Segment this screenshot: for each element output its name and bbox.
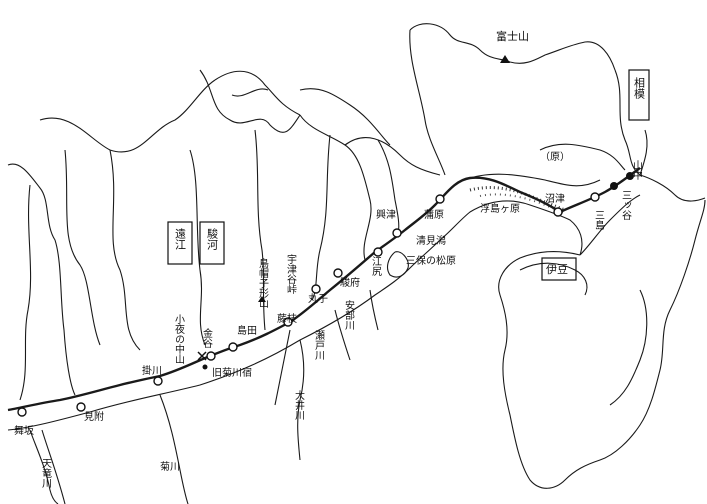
station-mariko-marker	[311, 284, 321, 294]
river-kikugawa-label: 菊川	[160, 461, 180, 473]
station-fujieda-marker	[283, 317, 293, 327]
station-mishima-label: 三島	[593, 210, 605, 231]
tokaido-road	[7, 167, 641, 412]
province-totomi-label: 遠江	[174, 228, 187, 250]
boundary-lines	[7, 23, 706, 401]
kyu-kikugawa-label: 旧菊川宿	[212, 366, 252, 379]
province-sagami-label: 相模	[633, 77, 646, 99]
utsunoya-label: 宇津谷峠	[285, 253, 297, 295]
coastline	[7, 194, 706, 489]
kiyomigata-label: 清見潟	[416, 234, 446, 247]
ukishimagahara-label: 浮島ヶ原	[480, 202, 520, 215]
mount-fuji-label: 富士山	[496, 29, 529, 43]
station-fujieda-label: 藤枝	[277, 312, 297, 325]
labels: 富士山 相模 遠江 駿河 伊豆 舞坂 見附 掛川 金谷 島田 藤枝 丸子 駿府 …	[14, 29, 650, 488]
station-maisaka-marker	[17, 407, 27, 417]
station-mishima-marker	[590, 192, 600, 202]
station-sunpu-marker	[333, 268, 343, 278]
station-shimada-marker	[228, 342, 238, 352]
miho-label: 三保の松原	[406, 254, 456, 267]
station-maisaka-label: 舞坂	[14, 425, 34, 437]
station-shimada-label: 島田	[237, 324, 257, 337]
station-mitani-marker	[626, 172, 634, 180]
station-yamanaka-label: 山中	[631, 160, 643, 181]
station-kakegawa-label: 掛川	[142, 364, 162, 377]
station-kakegawa-marker	[153, 376, 163, 386]
stations	[17, 172, 634, 417]
torigatayama-label: 鳥帽子形山	[257, 257, 269, 308]
station-mitsuke-label: 見附	[84, 410, 104, 423]
province-suruga-label: 駿河	[206, 227, 219, 250]
station-numazu-marker	[553, 207, 563, 217]
station-kanaya-label: 金谷	[201, 327, 213, 349]
rivers	[29, 289, 379, 504]
station-kambara-label: 蒲原	[424, 208, 444, 221]
sayo-no-nakayama-label: 小夜の中山	[173, 314, 185, 364]
station-kambara-marker	[435, 194, 445, 204]
station-ejiri-marker	[373, 247, 383, 257]
river-oi-label: 大井川	[293, 389, 305, 420]
station-kanaya-marker	[206, 351, 216, 361]
province-izu-label: 伊豆	[546, 263, 568, 276]
river-abe-label: 安部川	[343, 299, 355, 330]
station-mitsuke-marker	[76, 402, 86, 412]
station-mariko-label: 丸子	[308, 292, 328, 305]
station-yamanaka-marker	[610, 182, 618, 190]
sayo-no-nakayama-marker	[197, 351, 207, 361]
station-okitsu-marker	[392, 228, 402, 238]
station-sunpu-label: 駿府	[340, 276, 360, 289]
station-okitsu-label: 興津	[376, 209, 396, 221]
torigatayama-icon	[258, 296, 266, 302]
river-tenryu-label: 天竜川	[40, 458, 52, 488]
kyu-kikugawa-marker	[202, 364, 208, 370]
station-mitani-label: 三ッ谷	[620, 190, 632, 221]
station-ejiri-label: 江尻	[370, 256, 382, 277]
hara-label: （原）	[540, 151, 570, 163]
river-seto-label: 瀬戸川	[313, 330, 325, 360]
station-numazu-label: 沼津	[545, 192, 565, 205]
mount-fuji-icon	[500, 55, 510, 63]
